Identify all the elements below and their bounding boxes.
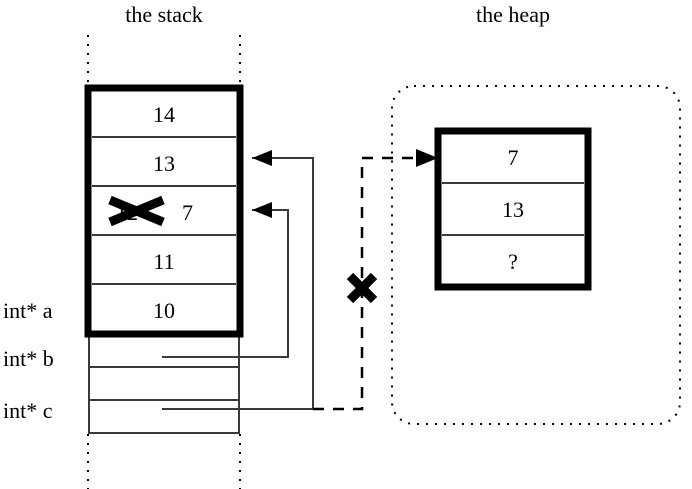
stack-cell-value-10: 10 (153, 298, 175, 323)
pointer-dangling-to-heap-arrowhead (416, 149, 438, 167)
stack-cell-value-7-new: 7 (182, 200, 193, 225)
stack-variable-cells-outline (88, 333, 240, 434)
stack-cell-value-14: 14 (153, 102, 175, 127)
pointer-b-to-stack-12-arrowhead (252, 202, 272, 218)
variable-label-int-a: int* a (3, 298, 53, 323)
heap-region-title: the heap (476, 2, 550, 27)
variable-label-int-b: int* b (3, 346, 54, 371)
struck-value-x-mark (108, 195, 165, 227)
stack-cell-value-13: 13 (153, 151, 175, 176)
heap-cell-value-unknown: ? (508, 249, 518, 274)
stack-cell-value-12-struck: 12 (116, 200, 138, 225)
pointer-c-to-stack-13-line (162, 157, 314, 410)
pointer-invalid-x-mark (346, 272, 378, 304)
stack-cell-value-11: 11 (153, 249, 175, 274)
heap-block-outline (434, 127, 592, 291)
heap-cell-value-7: 7 (507, 145, 519, 170)
stack-region-title: the stack (125, 2, 203, 27)
pointer-c-to-stack-13-arrowhead (252, 150, 272, 166)
stack-frame-outline (84, 84, 244, 338)
pointer-dangling-to-heap-line (313, 156, 428, 411)
heap-cell-value-13: 13 (502, 197, 524, 222)
variable-label-int-c: int* c (3, 398, 53, 423)
